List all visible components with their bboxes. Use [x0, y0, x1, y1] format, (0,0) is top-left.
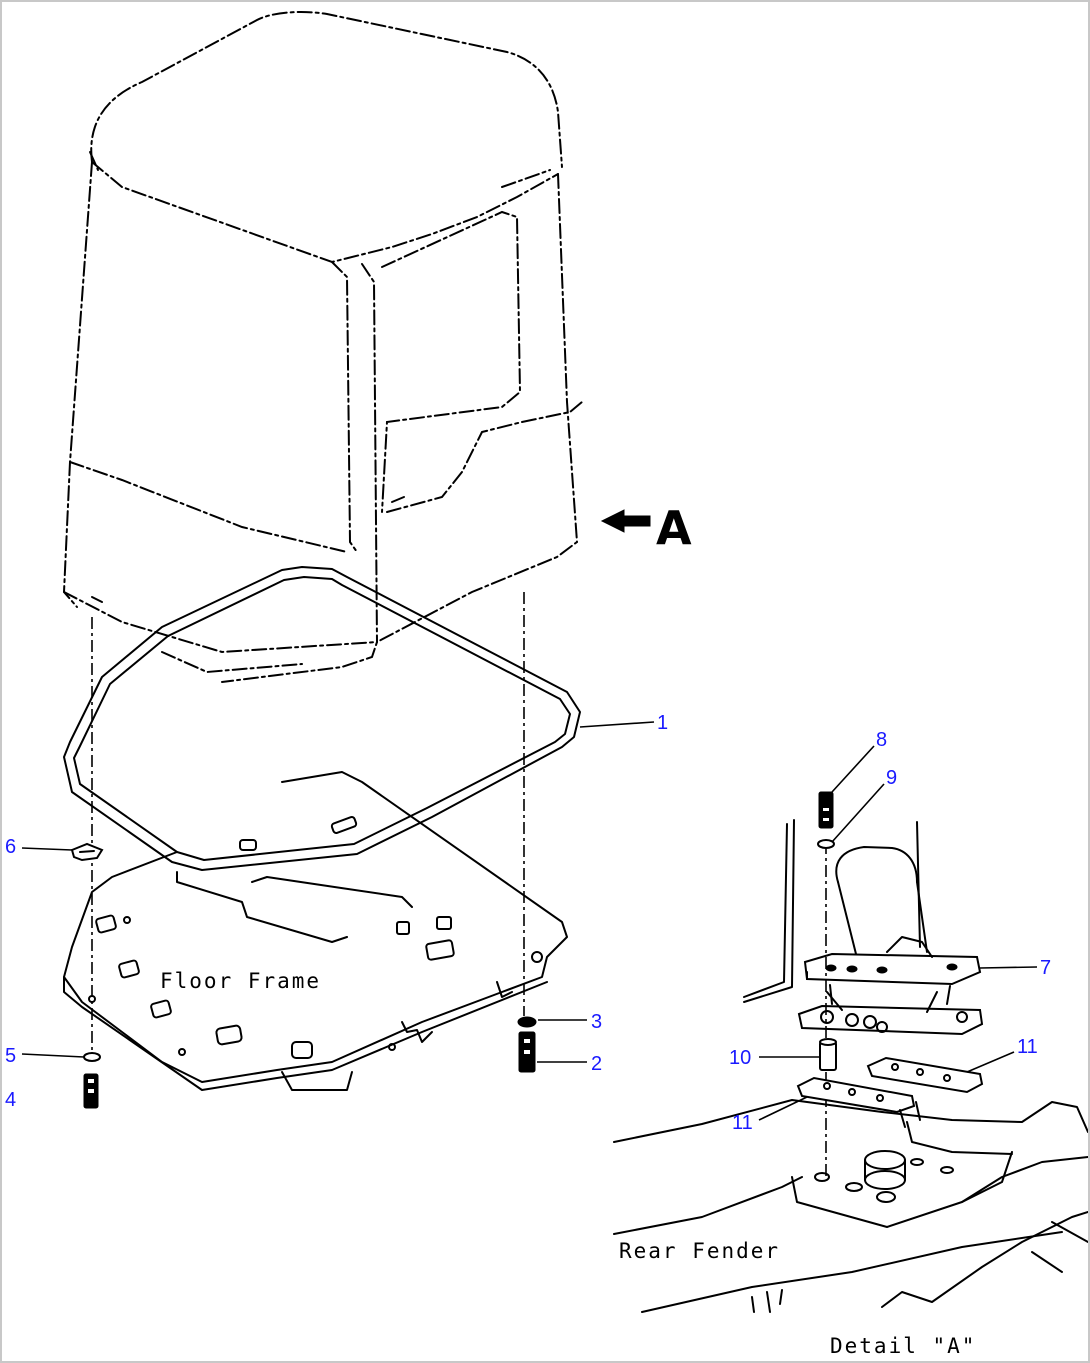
clip-part-6 — [70, 842, 104, 862]
callout-5: 5 — [5, 1045, 85, 1067]
bracket-part-7 — [797, 821, 984, 1036]
callout-9: 9 — [831, 767, 897, 843]
callout-4-number: 4 — [5, 1089, 16, 1111]
bolt-part-2 — [518, 1031, 536, 1073]
callout-2-number: 2 — [591, 1053, 602, 1075]
callout-1: 1 — [579, 712, 668, 734]
callout-11-upper-number: 11 — [1017, 1036, 1038, 1058]
callout-11-lower: 11 — [732, 1096, 808, 1134]
callout-10: 10 — [729, 1047, 819, 1069]
cab-seal — [63, 566, 581, 871]
callout-3-number: 3 — [591, 1011, 602, 1033]
callout-2: 2 — [537, 1053, 602, 1075]
detail-a-label: Detail "A" — [830, 1334, 976, 1358]
cab-outline — [62, 11, 583, 1050]
callout-11-lower-number: 11 — [732, 1112, 753, 1134]
callout-1-number: 1 — [657, 712, 668, 734]
washer-part-9 — [817, 839, 835, 849]
callout-8-number: 8 — [876, 729, 887, 751]
callout-6-number: 6 — [5, 836, 16, 858]
washer-part-3 — [517, 1016, 537, 1028]
shim-part-11-lower — [796, 1076, 916, 1114]
callout-5-number: 5 — [5, 1045, 16, 1067]
callout-4: 4 — [5, 1089, 16, 1111]
shim-part-11-upper — [866, 1056, 984, 1094]
callout-7: 7 — [979, 957, 1051, 979]
callout-11-upper: 11 — [966, 1036, 1038, 1073]
callout-7-number: 7 — [1040, 957, 1051, 979]
callout-9-number: 9 — [886, 767, 897, 789]
callout-6: 6 — [5, 836, 73, 858]
bolt-part-8 — [818, 791, 834, 829]
view-a-arrow: A — [600, 501, 692, 555]
floor-frame: Floor Frame — [63, 771, 568, 1091]
washer-part-5 — [83, 1052, 101, 1062]
bolt-part-4 — [83, 1073, 99, 1109]
callout-8: 8 — [831, 729, 887, 793]
detail-a-view: Rear Fender Detail "A" — [613, 791, 1088, 1358]
floor-frame-label: Floor Frame — [160, 969, 321, 993]
spacer-part-10 — [819, 1038, 837, 1071]
callout-10-number: 10 — [729, 1047, 751, 1069]
rear-fender-label: Rear Fender — [619, 1239, 780, 1263]
callout-3: 3 — [538, 1011, 602, 1033]
view-a-letter: A — [656, 501, 692, 555]
